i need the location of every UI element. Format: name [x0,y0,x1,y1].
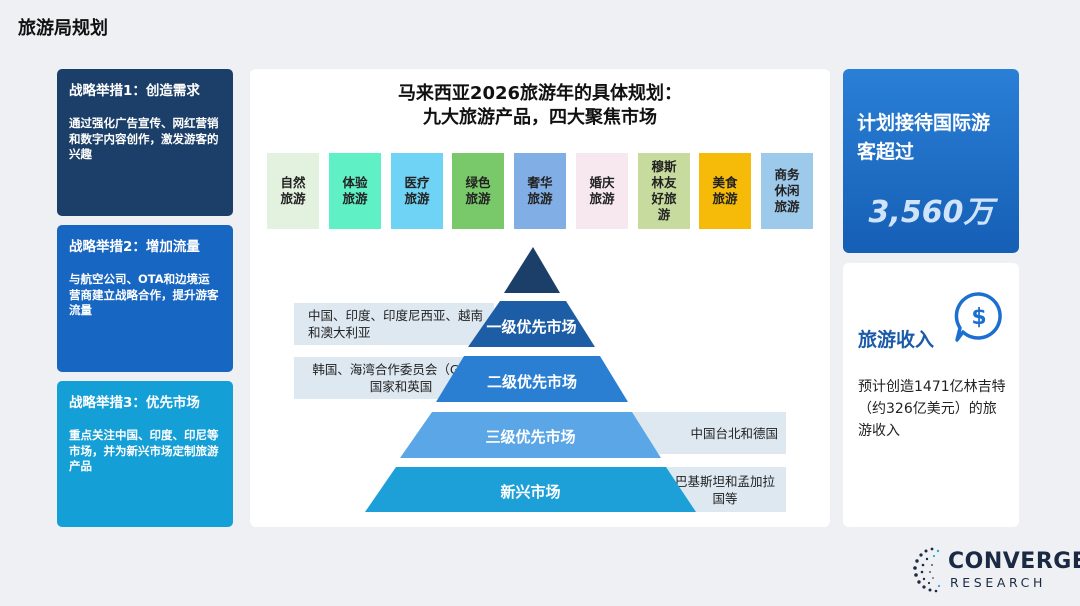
strategy-desc: 重点关注中国、印度、印尼等市场，并为新兴市场定制旅游产品 [69,428,219,473]
visitors-value: 3,560万 [868,195,994,230]
product-nature: 自然旅游 [267,153,319,229]
pyramid-emerging [365,467,696,512]
pyramid-tier3 [400,412,661,458]
product-luxury: 奢华旅游 [514,153,566,229]
visitors-card: 计划接待国际游客超过 3,560万 [843,69,1019,253]
strategy-card-2: 战略举措2：增加流量 与航空公司、OTA和边境运营商建立战略合作，提升游客流量 [57,225,233,372]
pyramid-tier1 [468,301,595,347]
strategy-desc: 通过强化广告宣传、网红营销和数字内容创作，激发游客的兴趣 [69,116,219,161]
product-green: 绿色旅游 [452,153,504,229]
page-title: 旅游局规划 [18,18,108,39]
strategy-card-3: 战略举措3：优先市场 重点关注中国、印度、印尼等市场，并为新兴市场定制旅游产品 [57,381,233,527]
tier1-markets: 中国、印度、印度尼西亚、越南和澳大利亚 [294,303,494,345]
convergent-research-logo: CONVERGENT RESEARCH [912,545,1080,597]
pyramid-apex [504,247,560,293]
revenue-card: $ 旅游收入 预计创造1471亿林吉特（约326亿美元）的旅游收入 [843,263,1019,527]
revenue-desc: 预计创造1471亿林吉特（约326亿美元）的旅游收入 [858,379,1006,439]
panel-title-line2: 九大旅游产品，四大聚焦市场 [423,107,657,128]
strategy-title: 战略举措3：优先市场 [69,395,200,411]
product-wedding: 婚庆旅游 [576,153,628,229]
emerging-label: 新兴市场 [500,483,561,501]
product-experience: 体验旅游 [329,153,381,229]
logo-text-main: CONVERGENT [948,549,1080,574]
product-muslim: 穆斯林友好旅游 [638,153,690,229]
pyramid-tier2 [436,356,628,402]
market-pyramid [365,247,696,512]
product-food: 美食旅游 [699,153,751,229]
strategy-title: 战略举措2：增加流量 [69,239,200,255]
plan-panel: 马来西亚2026旅游年的具体规划： 九大旅游产品，四大聚焦市场 自然旅游 体验旅… [250,69,830,527]
tier3-label: 三级优先市场 [485,428,576,446]
visitors-title: 计划接待国际游客超过 [857,112,991,163]
svg-text:$: $ [971,305,986,330]
panel-title-line1: 马来西亚2026旅游年的具体规划： [397,83,683,104]
product-medical: 医疗旅游 [391,153,443,229]
logo-dots-icon [913,547,941,593]
product-business: 商务休闲旅游 [761,153,813,229]
revenue-title: 旅游收入 [858,329,935,351]
strategy-card-1: 战略举措1：创造需求 通过强化广告宣传、网红营销和数字内容创作，激发游客的兴趣 [57,69,233,216]
strategy-title: 战略举措1：创造需求 [69,83,200,99]
dollar-chat-icon: $ [954,292,1002,342]
logo-text-sub: RESEARCH [950,575,1046,590]
tier1-label: 一级优先市场 [486,318,577,336]
tier2-label: 二级优先市场 [486,373,577,391]
strategy-desc: 与航空公司、OTA和边境运营商建立战略合作，提升游客流量 [69,272,219,317]
